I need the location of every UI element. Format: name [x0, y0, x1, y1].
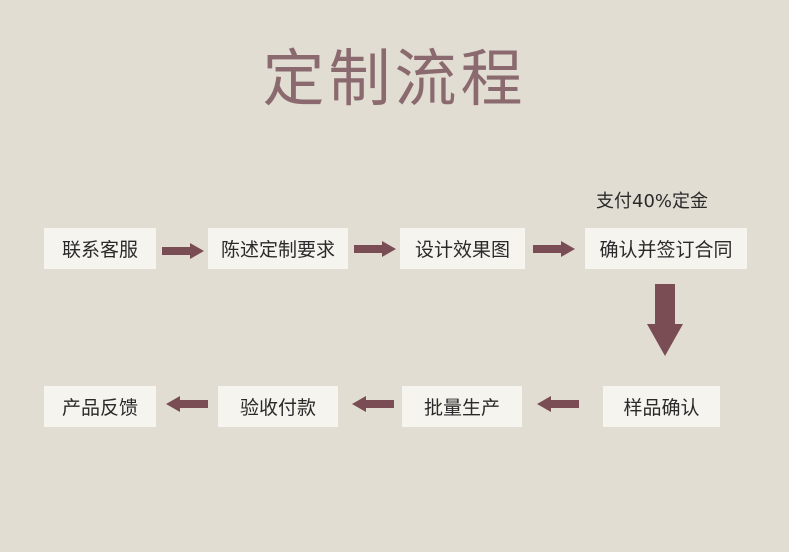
page-title: 定制流程: [262, 42, 527, 115]
arrow-right-2: [354, 241, 396, 257]
step-confirm-contract: 确认并签订合同: [585, 228, 747, 269]
step-product-feedback: 产品反馈: [44, 386, 156, 427]
step-contact-service: 联系客服: [44, 228, 156, 269]
step-design-rendering: 设计效果图: [400, 228, 525, 269]
step-mass-production: 批量生产: [402, 386, 522, 427]
arrow-right-1: [162, 243, 204, 259]
arrow-left-3: [166, 396, 208, 412]
arrow-left-2: [352, 396, 394, 412]
arrow-right-3: [533, 241, 575, 257]
step-sample-confirm: 样品确认: [603, 386, 720, 427]
arrow-down: [647, 284, 683, 356]
step-acceptance-payment: 验收付款: [218, 386, 338, 427]
deposit-note: 支付40%定金: [596, 191, 709, 212]
step-describe-requirements: 陈述定制要求: [208, 228, 348, 269]
arrow-left-1: [537, 396, 579, 412]
